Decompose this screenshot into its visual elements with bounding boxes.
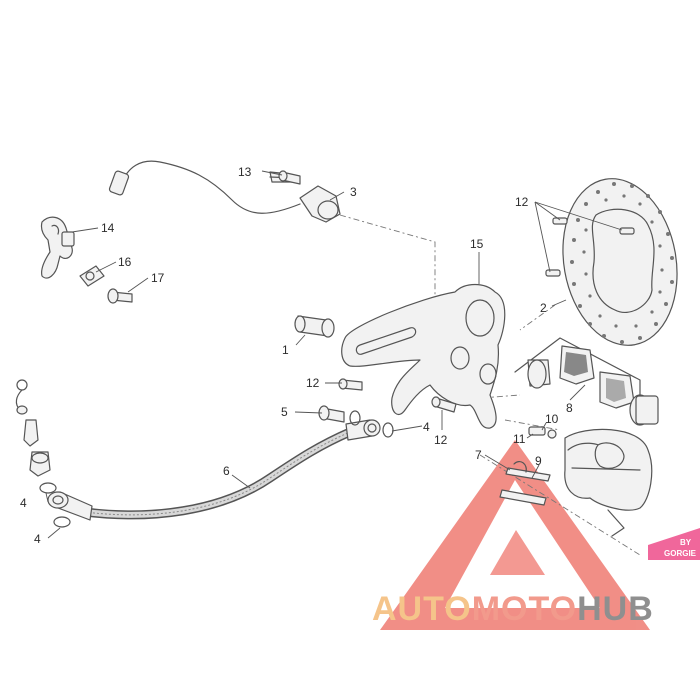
callout-labels: 1 2 3 4 4 4 5 6 7 8 9 10 11 12 12 12 13 … [20,165,573,546]
brake-caliper [564,428,653,537]
callout-7: 7 [475,448,482,462]
callout-4-right: 4 [423,420,430,434]
callout-17: 17 [151,271,165,285]
caliper-bracket [341,283,506,429]
bolts [107,170,457,413]
disc-holes [570,182,674,344]
callout-2: 2 [540,301,547,315]
badge-line-2: GORGIE [664,549,697,558]
leader-lines [45,170,623,539]
callout-15: 15 [470,237,484,251]
callout-3: 3 [350,185,357,199]
author-badge: BY GORGIE [648,528,700,560]
washer-16 [79,265,105,287]
callout-4-left-lower: 4 [34,532,41,546]
badge-line-1: BY [680,538,692,547]
caliper-pins [499,426,557,506]
callout-4-left-upper: 4 [20,496,27,510]
wordmark-moto: MOTO [472,590,577,628]
callout-5: 5 [281,405,288,419]
callout-16: 16 [118,255,132,269]
callout-8: 8 [566,401,573,415]
callout-1: 1 [282,343,289,357]
callout-13: 13 [238,165,252,179]
watermark-wordmark: AUTOMOTOHUB [372,590,654,628]
watermark-triangle [380,440,650,630]
callout-12-lower: 12 [434,433,448,447]
callout-9: 9 [535,454,542,468]
abs-sensor-assembly [108,160,341,223]
wordmark-hub: HUB [577,590,654,628]
brake-hose [47,419,381,521]
callout-12-disc: 12 [515,195,529,209]
brake-pads [514,337,659,426]
callout-11: 11 [513,432,526,446]
hose-upper-fitting [15,379,51,477]
callout-6: 6 [223,464,230,478]
svg-text:AUTOMOTOHUB: AUTOMOTOHUB [372,590,654,628]
callout-10: 10 [545,412,559,426]
callout-12-middle: 12 [306,376,320,390]
callout-14: 14 [101,221,115,235]
wordmark-auto: AUTO [372,590,472,628]
brake-disc [545,178,678,346]
hose-clip [40,216,75,279]
